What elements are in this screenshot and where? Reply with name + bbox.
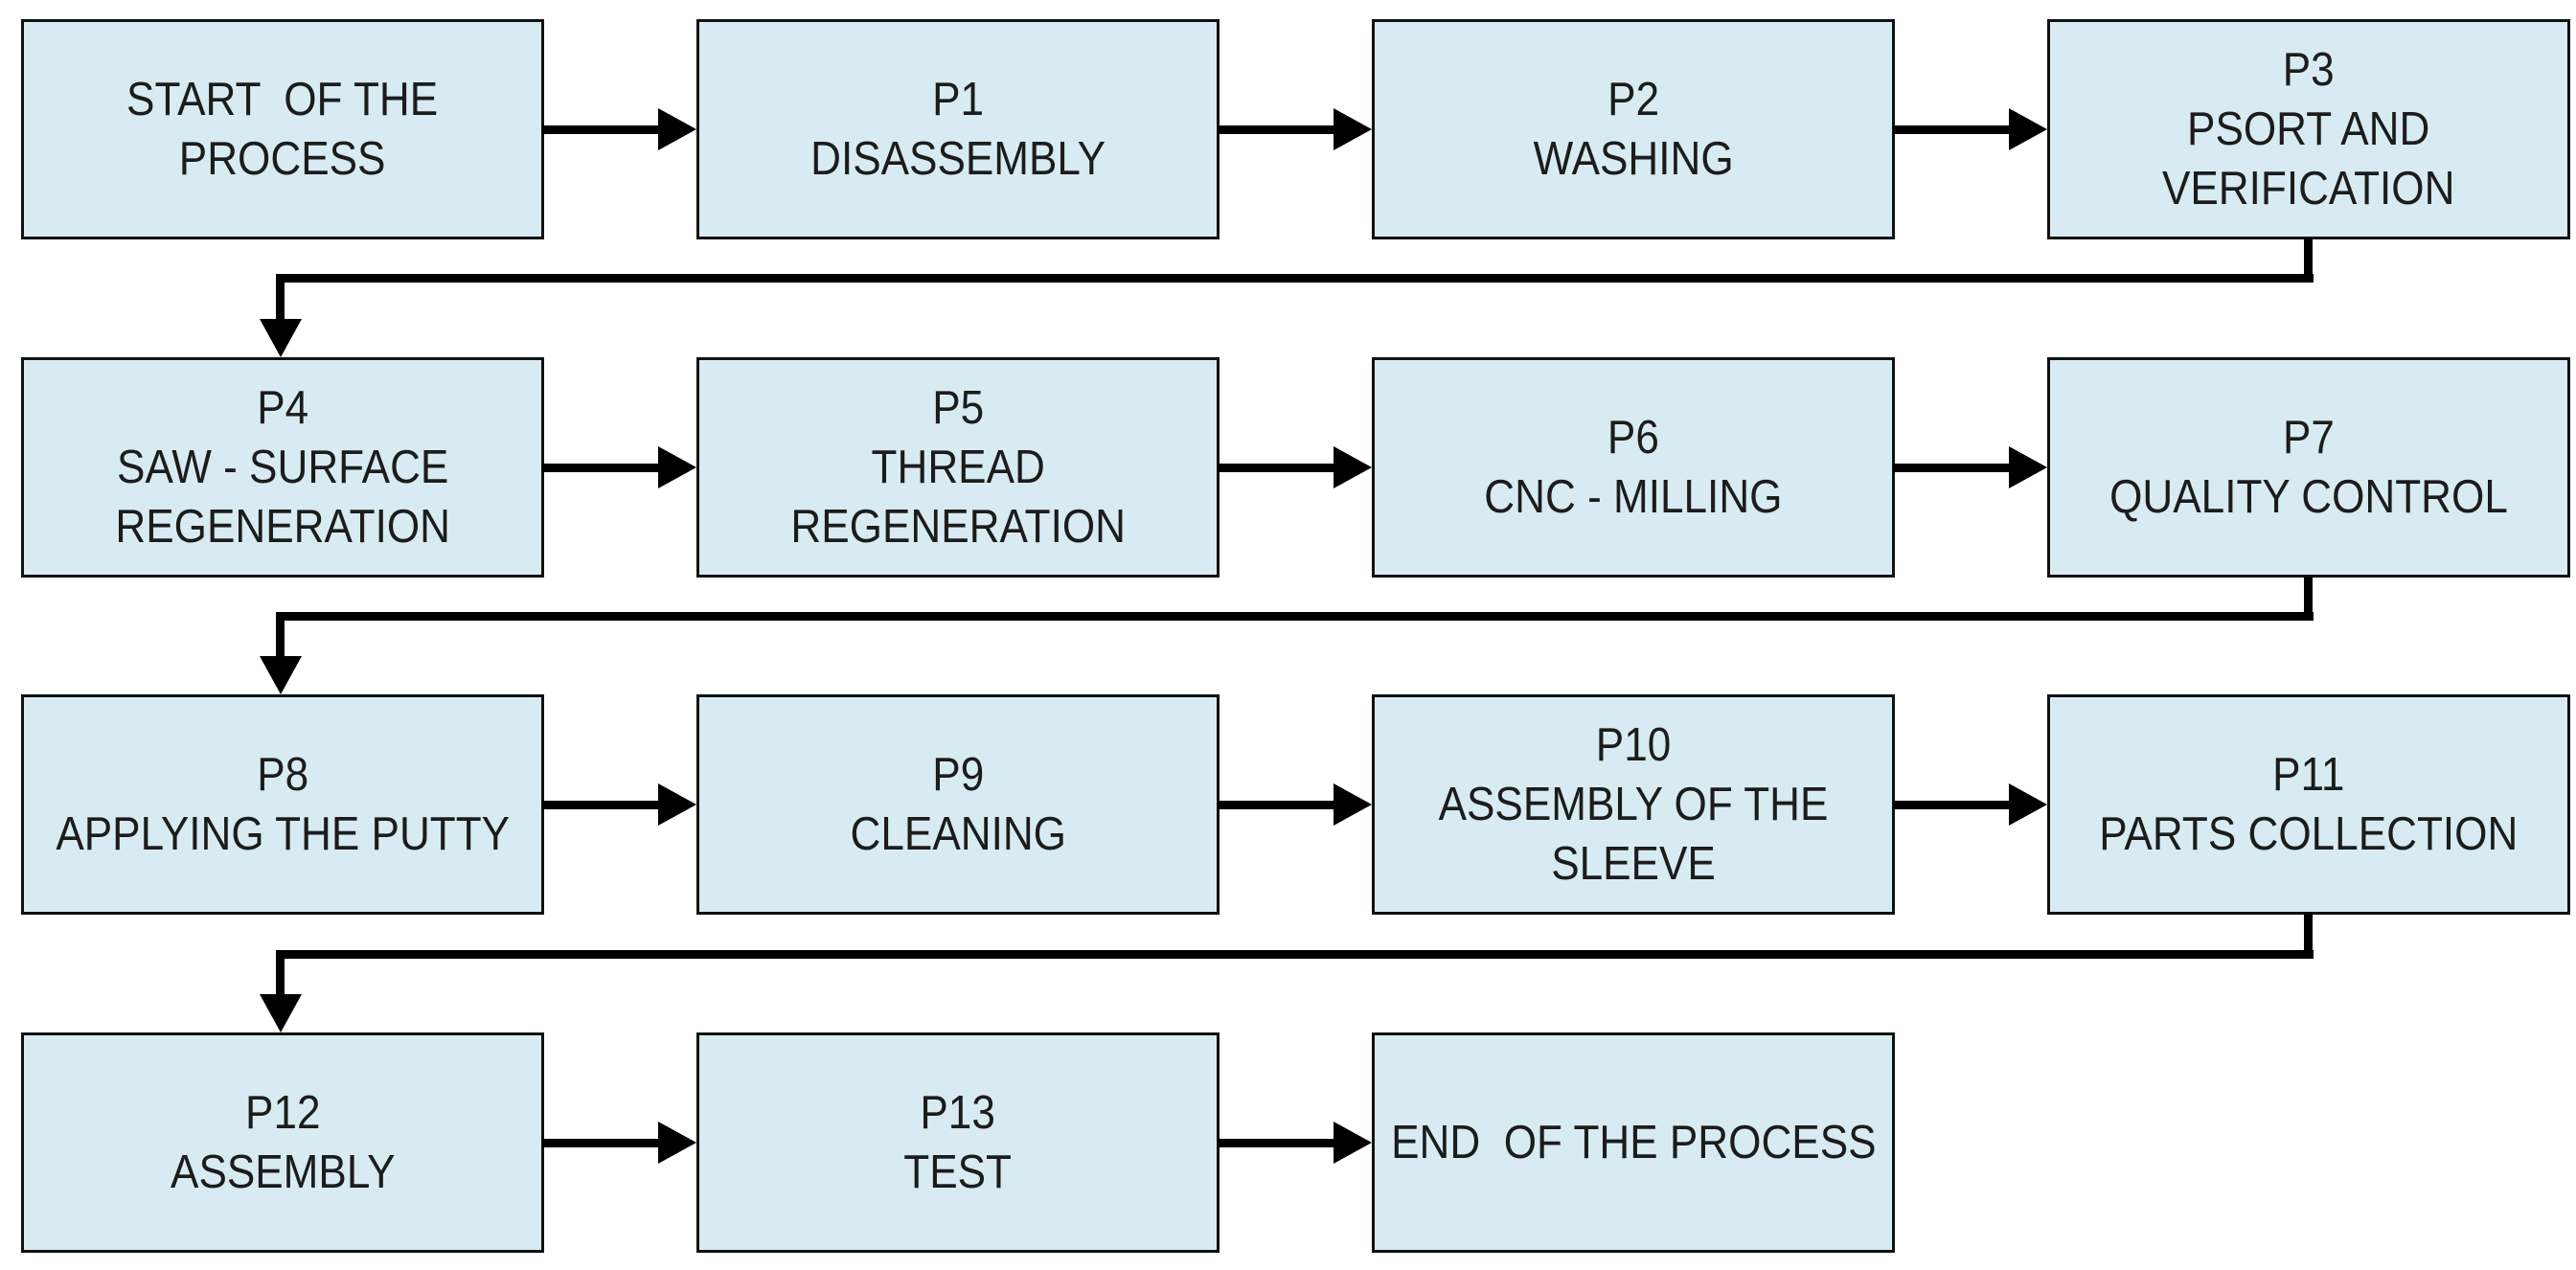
arrow-shaft <box>542 801 660 809</box>
arrow-right-icon <box>658 1122 696 1164</box>
connector-segment <box>276 274 285 321</box>
arrow-shaft <box>542 464 660 472</box>
node-p7: P7 QUALITY CONTROL <box>2047 357 2570 578</box>
arrow-right-icon <box>1334 1122 1372 1164</box>
arrow-right-icon <box>1334 446 1372 488</box>
arrow-shaft <box>542 1139 660 1147</box>
node-p3: P3 PSORT AND VERIFICATION <box>2047 19 2570 239</box>
node-label: P10 ASSEMBLY OF THE SLEEVE <box>1438 719 1829 890</box>
node-p8: P8 APPLYING THE PUTTY <box>21 694 544 915</box>
arrow-right-icon <box>2009 446 2047 488</box>
arrow-shaft <box>1218 464 1335 472</box>
node-label: P2 WASHING <box>1533 74 1734 185</box>
node-label: P13 TEST <box>903 1087 1013 1198</box>
arrow-down-icon <box>260 994 302 1032</box>
node-label: P1 DISASSEMBLY <box>810 74 1106 185</box>
connector-segment <box>2304 238 2313 283</box>
node-label: P5 THREAD REGENERATION <box>790 382 1126 553</box>
arrow-shaft <box>1218 1139 1335 1147</box>
node-label: P7 QUALITY CONTROL <box>2109 412 2508 523</box>
node-start: START OF THE PROCESS <box>21 19 544 239</box>
arrow-down-icon <box>260 656 302 694</box>
connector-segment <box>2304 577 2313 621</box>
node-p12: P12 ASSEMBLY <box>21 1032 544 1253</box>
node-label: START OF THE PROCESS <box>126 74 439 185</box>
arrow-shaft <box>1893 801 2011 809</box>
arrow-shaft <box>542 125 660 134</box>
node-label: P9 CLEANING <box>850 749 1066 860</box>
node-label: P12 ASSEMBLY <box>170 1087 396 1198</box>
node-label: END OF THE PROCESS <box>1390 1117 1877 1168</box>
node-p1: P1 DISASSEMBLY <box>696 19 1220 239</box>
node-p5: P5 THREAD REGENERATION <box>696 357 1220 578</box>
node-p13: P13 TEST <box>696 1032 1220 1253</box>
connector-segment <box>276 950 285 996</box>
arrow-right-icon <box>2009 783 2047 826</box>
arrow-right-icon <box>658 446 696 488</box>
arrow-shaft <box>1893 125 2011 134</box>
node-p10: P10 ASSEMBLY OF THE SLEEVE <box>1372 694 1895 915</box>
connector-segment <box>276 612 2314 621</box>
arrow-right-icon <box>1334 783 1372 826</box>
arrow-shaft <box>1218 801 1335 809</box>
node-label: P6 CNC - MILLING <box>1484 412 1783 523</box>
arrow-shaft <box>1218 125 1335 134</box>
arrow-right-icon <box>658 108 696 150</box>
node-p11: P11 PARTS COLLECTION <box>2047 694 2570 915</box>
node-label: P4 SAW - SURFACE REGENERATION <box>115 382 450 553</box>
connector-segment <box>276 950 2314 959</box>
arrow-right-icon <box>658 783 696 826</box>
arrow-shaft <box>1893 464 2011 472</box>
node-p4: P4 SAW - SURFACE REGENERATION <box>21 357 544 578</box>
node-label: P8 APPLYING THE PUTTY <box>56 749 510 860</box>
node-p9: P9 CLEANING <box>696 694 1220 915</box>
node-end: END OF THE PROCESS <box>1372 1032 1895 1253</box>
connector-segment <box>276 612 285 658</box>
node-p6: P6 CNC - MILLING <box>1372 357 1895 578</box>
arrow-down-icon <box>260 319 302 357</box>
arrow-right-icon <box>1334 108 1372 150</box>
connector-segment <box>2304 914 2313 959</box>
node-label: P3 PSORT AND VERIFICATION <box>2162 44 2455 215</box>
connector-segment <box>276 274 2314 283</box>
node-label: P11 PARTS COLLECTION <box>2099 749 2519 860</box>
arrow-right-icon <box>2009 108 2047 150</box>
node-p2: P2 WASHING <box>1372 19 1895 239</box>
